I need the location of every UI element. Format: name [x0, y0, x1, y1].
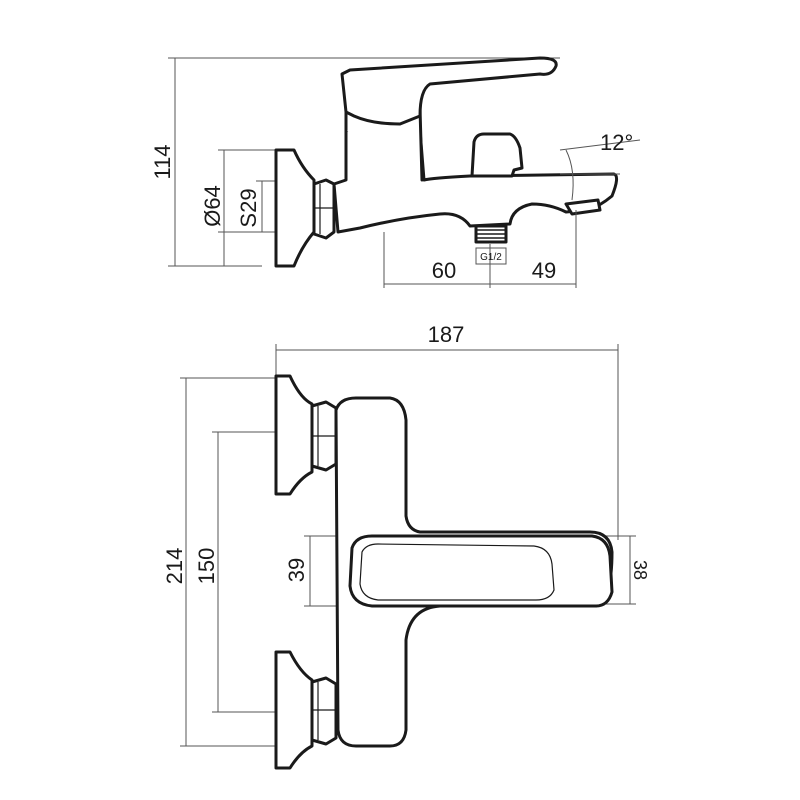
side-diverter-knob — [470, 132, 524, 178]
side-lever-handle — [340, 56, 558, 126]
left-offset-label: 60 — [432, 258, 456, 283]
width-dimension-label: 187 — [428, 322, 465, 347]
side-hex-nut — [312, 178, 336, 240]
top-lever-handle — [348, 534, 614, 608]
right-offset-label: 49 — [532, 258, 556, 283]
angle-arc — [565, 149, 574, 201]
nut-dimension-label: S29 — [236, 188, 261, 227]
thread-lines — [476, 229, 506, 239]
side-escutcheon — [274, 148, 316, 268]
handle-left-dimension-label: 39 — [284, 558, 309, 582]
handle-right-dimension-label: 38 — [630, 560, 650, 580]
top-view: 187 214 150 39 38 — [162, 322, 650, 770]
height-dimension-label: 114 — [150, 144, 175, 179]
top-lower-escutcheon — [274, 650, 314, 770]
angle-dimension-label: 12° — [600, 130, 633, 155]
top-upper-escutcheon — [274, 374, 314, 496]
thread-size-label: G1/2 — [480, 252, 502, 263]
top-lever-inner — [359, 543, 555, 601]
top-lower-hex-nut — [310, 676, 338, 746]
centers-dimension-label: 150 — [194, 548, 219, 585]
depth-dimension-label: 214 — [162, 548, 187, 585]
thread-label-box — [475, 247, 507, 265]
side-view: 114 Ø64 S29 12° 60 49 G1/2 — [150, 56, 641, 288]
diameter-dimension-label: Ø64 — [200, 185, 225, 227]
side-spout-outlet — [564, 198, 602, 216]
